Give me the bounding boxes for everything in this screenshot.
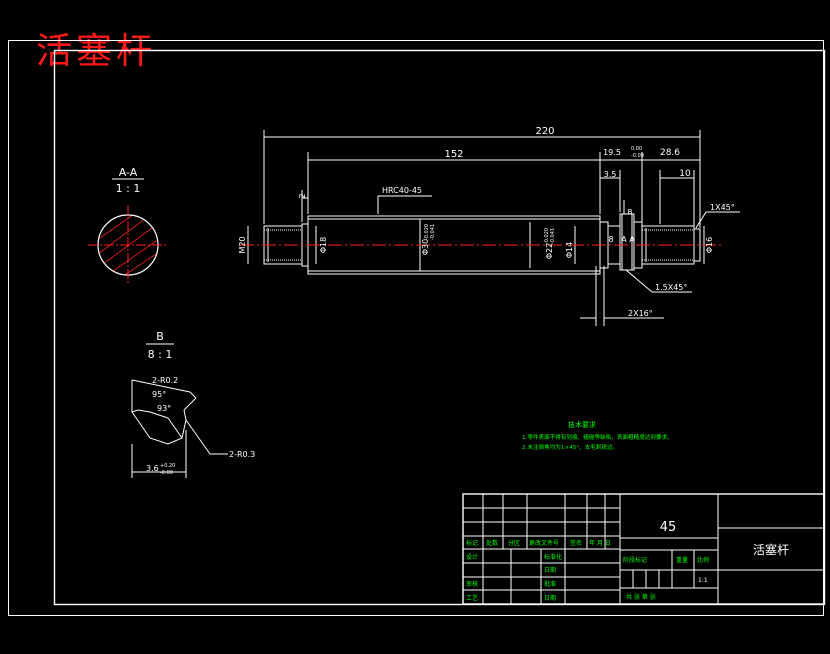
tb-row-process: 工艺 [466, 594, 478, 602]
dia-30-upper: -0.020 [424, 224, 430, 240]
chamfer-mid: 1.5X45° [655, 283, 687, 292]
section-a-mark-left: A [621, 235, 627, 244]
groove-dim: 2X16° [628, 309, 653, 318]
drawing-title: 活塞杆 [36, 31, 157, 72]
notes-line1: 1.零件表面不得有划痕、磕碰等缺陷，表面粗糙度达到要求。 [522, 433, 673, 441]
hardness-label: HRC40-45 [382, 186, 422, 195]
dim-28-6: 28.6 [660, 148, 680, 158]
dim-2: 2 [298, 193, 307, 198]
dia-14: Φ14 [565, 242, 574, 258]
detail-angle2: 93° [157, 404, 171, 413]
dim-body: 152 [444, 149, 463, 160]
dia-22: Φ22 [545, 243, 554, 259]
detail-b-scale: 8 : 1 [148, 348, 173, 361]
tol-19-5-upper: 0.00 [631, 146, 642, 152]
tb-col-5: 年 月 日 [589, 539, 611, 547]
detail-r-bottom: 2-R0.3 [229, 450, 255, 459]
dia-22-upper: -0.020 [544, 228, 550, 244]
tb-col-2: 分区 [508, 539, 520, 547]
tb-std: 标准化 [544, 553, 562, 561]
detail-width-lower: -0.00 [160, 470, 173, 476]
tb-scale: 1:1 [698, 577, 708, 584]
dim-overall: 220 [535, 126, 554, 137]
dia-30: Φ30 [421, 239, 430, 255]
outer-frame [8, 40, 824, 616]
notes-line2: 2.未注倒角均为1×45°，去毛刺锐边。 [522, 443, 618, 451]
main-rod-view [247, 130, 740, 326]
dia-22-lower: -0.041 [550, 228, 556, 244]
tol-19-5-lower: -0.09 [631, 153, 644, 159]
dim-19-5: 19.5 [603, 148, 621, 157]
tb-approve: 批准 [544, 580, 556, 588]
dia-16: Φ16 [705, 237, 714, 253]
tb-weight: 重量 [676, 556, 688, 564]
tb-part-name: 活塞杆 [753, 542, 789, 557]
chamfer-right: 1X45° [710, 203, 735, 212]
tb-stage: 阶段标记 [623, 556, 647, 564]
dim-3-5: 3.5 [604, 170, 617, 179]
thread-m20: M20 [238, 236, 247, 253]
section-aa-scale: 1 : 1 [116, 182, 141, 195]
technical-notes: 技术要求 1.零件表面不得有划痕、磕碰等缺陷，表面粗糙度达到要求。 2.未注倒角… [522, 420, 673, 451]
tb-col-3: 更改文件号 [529, 539, 559, 547]
tb-date-2: 日期 [544, 594, 556, 602]
detail-width-upper: +0.20 [160, 463, 175, 469]
detail-b-name: B [156, 330, 164, 343]
detail-angle1: 95° [152, 390, 166, 399]
section-aa-name: A-A [119, 166, 138, 179]
tb-sheets: 共 张 第 张 [626, 593, 656, 601]
detail-b-view: B 8 : 1 2-R0.2 95° 93° 2-R0.3 3.6 +0.20 … [131, 330, 255, 478]
tb-ratio: 比例 [697, 556, 709, 564]
dim-8: 8 [608, 235, 613, 244]
tb-col-4: 签名 [570, 539, 582, 547]
title-block [462, 493, 825, 605]
dia-18-left: Φ18 [319, 237, 328, 253]
section-aa-view: A-A 1 : 1 [88, 166, 168, 285]
tb-col-1: 处数 [486, 539, 498, 547]
tb-material: 45 [660, 520, 677, 535]
detail-b-mark: B [628, 208, 633, 216]
tb-row-review: 审核 [466, 580, 478, 588]
dim-10: 10 [679, 169, 691, 179]
tb-row-design: 设计 [466, 553, 478, 561]
tb-col-0: 标记 [466, 539, 478, 547]
notes-heading: 技术要求 [568, 420, 596, 429]
detail-width: 3.6 [146, 464, 159, 473]
tb-date-1: 日期 [544, 566, 556, 574]
section-a-mark-right: A [629, 235, 635, 244]
inner-frame [53, 49, 826, 606]
dia-30-lower: -0.041 [430, 224, 436, 240]
detail-r-top: 2-R0.2 [152, 376, 178, 385]
